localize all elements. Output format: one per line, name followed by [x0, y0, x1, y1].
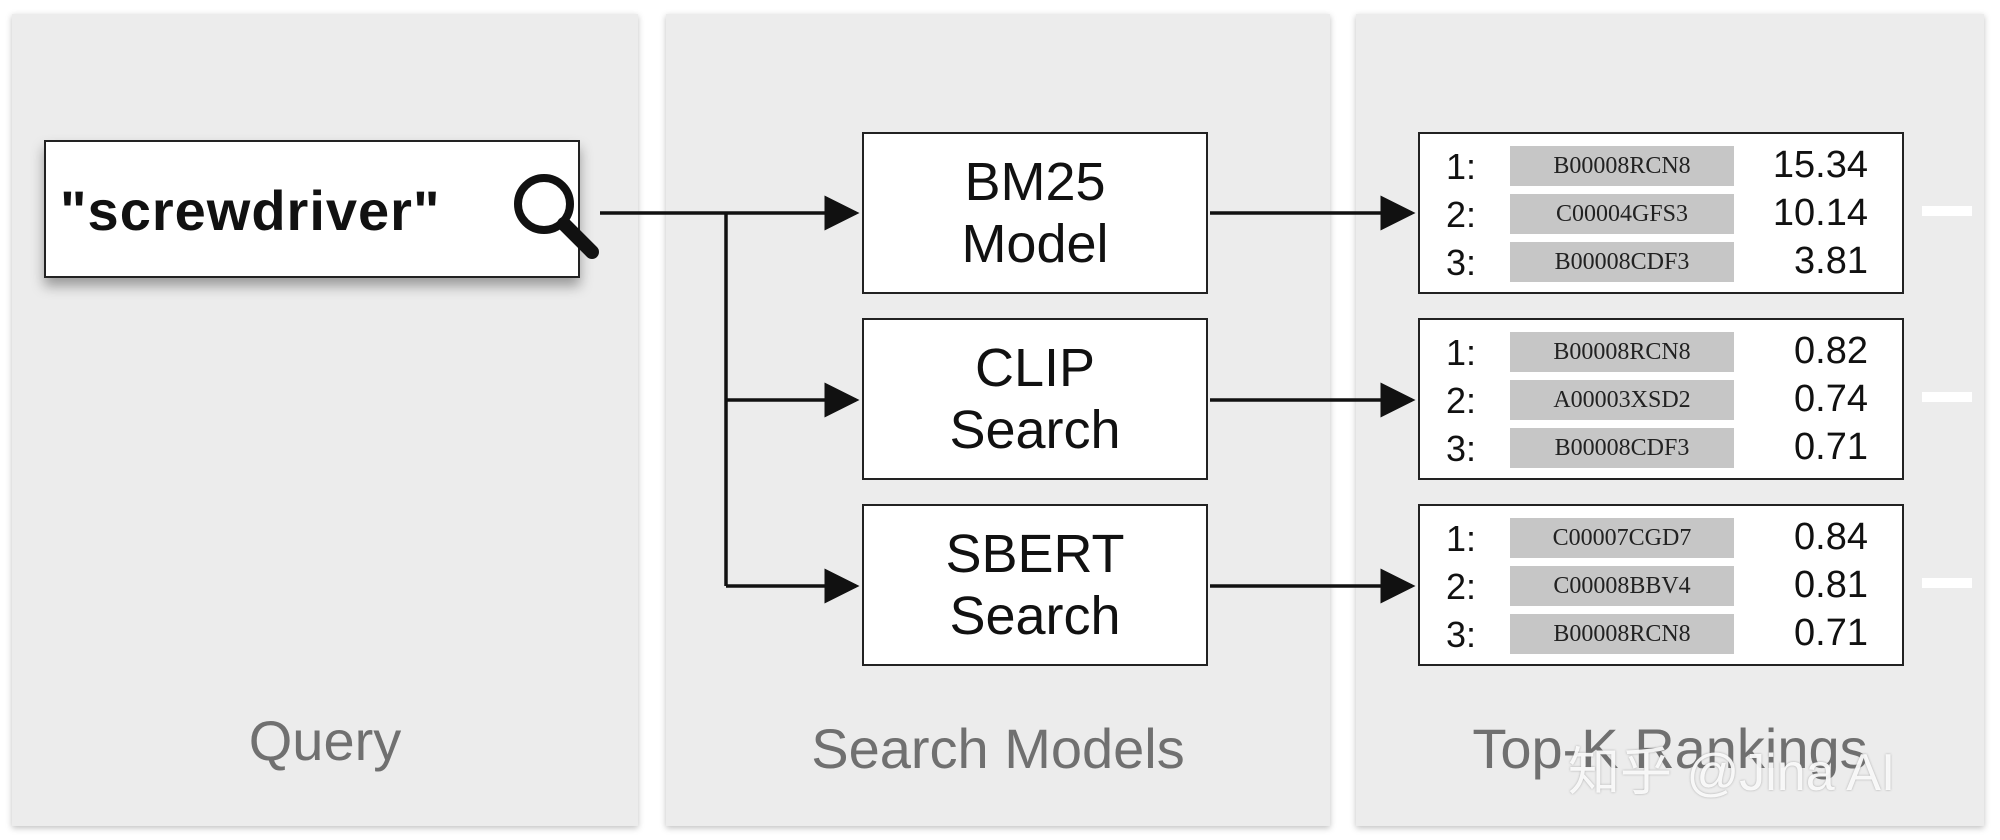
ranking-row: 3: B00008CDF3 3.81: [1420, 238, 1902, 284]
model-line1: BM25: [964, 152, 1106, 212]
watermark: 知乎 @Jina AI: [1568, 744, 1896, 802]
rank-score: 0.81: [1794, 564, 1868, 606]
rankings-panel-caption: Top-K Rankings: [1472, 717, 1868, 780]
rank-number: 2:: [1446, 566, 1477, 607]
rank-product-id: B00008RCN8: [1510, 614, 1734, 654]
edge-tick: [1922, 206, 1972, 216]
rank-score: 0.82: [1794, 330, 1868, 372]
rank-score: 15.34: [1772, 144, 1868, 186]
rank-number: 3:: [1446, 242, 1477, 283]
rank-number: 1:: [1446, 518, 1477, 559]
rank-product-id: C00004GFS3: [1510, 194, 1734, 234]
rank-number: 1:: [1446, 332, 1477, 373]
rank-score: 0.84: [1794, 516, 1868, 558]
rank-product-id: B00008RCN8: [1510, 146, 1734, 186]
rank-number: 3:: [1446, 428, 1477, 469]
ranking-row: 1: B00008RCN8 0.82: [1420, 328, 1902, 374]
sbert-search-box: SBERT Search: [862, 504, 1208, 666]
edge-tick: [1922, 392, 1972, 402]
query-panel-caption: Query: [248, 709, 402, 772]
rank-score: 10.14: [1772, 192, 1868, 234]
rank-number: 1:: [1446, 146, 1477, 187]
query-panel: Query: [12, 14, 638, 826]
ranking-row: 3: B00008RCN8 0.71: [1420, 610, 1902, 656]
models-panel-caption: Search Models: [811, 717, 1185, 780]
model-line1: SBERT: [945, 524, 1125, 584]
bm25-model-box: BM25 Model: [862, 132, 1208, 294]
bm25-rankings: 1: B00008RCN8 15.34 2: C00004GFS3 10.14 …: [1418, 132, 1904, 294]
rank-product-id: C00007CGD7: [1510, 518, 1734, 558]
model-line2: Model: [961, 214, 1109, 274]
rank-score: 0.74: [1794, 378, 1868, 420]
sbert-rankings: 1: C00007CGD7 0.84 2: C00008BBV4 0.81 3:…: [1418, 504, 1904, 666]
rank-product-id: B00008RCN8: [1510, 332, 1734, 372]
rank-product-id: C00008BBV4: [1510, 566, 1734, 606]
rank-product-id: B00008CDF3: [1510, 242, 1734, 282]
magnifier-icon: [514, 174, 599, 259]
edge-tick: [1922, 578, 1972, 588]
query-text: "screwdriver": [60, 179, 441, 242]
ranking-row: 1: B00008RCN8 15.34: [1420, 142, 1902, 188]
rank-number: 2:: [1446, 194, 1477, 235]
ranking-row: 2: C00008BBV4 0.81: [1420, 562, 1902, 608]
ranking-row: 2: A00003XSD2 0.74: [1420, 376, 1902, 422]
ranking-row: 3: B00008CDF3 0.71: [1420, 424, 1902, 470]
rank-product-id: A00003XSD2: [1510, 380, 1734, 420]
clip-rankings: 1: B00008RCN8 0.82 2: A00003XSD2 0.74 3:…: [1418, 318, 1904, 480]
model-line2: Search: [949, 400, 1121, 460]
clip-search-box: CLIP Search: [862, 318, 1208, 480]
rank-number: 2:: [1446, 380, 1477, 421]
rank-score: 0.71: [1794, 612, 1868, 654]
rank-score: 0.71: [1794, 426, 1868, 468]
model-line2: Search: [949, 586, 1121, 646]
ranking-row: 2: C00004GFS3 10.14: [1420, 190, 1902, 236]
model-line1: CLIP: [974, 338, 1096, 398]
query-box: "screwdriver": [44, 140, 599, 278]
rank-score: 3.81: [1794, 240, 1868, 282]
rank-product-id: B00008CDF3: [1510, 428, 1734, 468]
rank-number: 3:: [1446, 614, 1477, 655]
ranking-row: 1: C00007CGD7 0.84: [1420, 514, 1902, 560]
